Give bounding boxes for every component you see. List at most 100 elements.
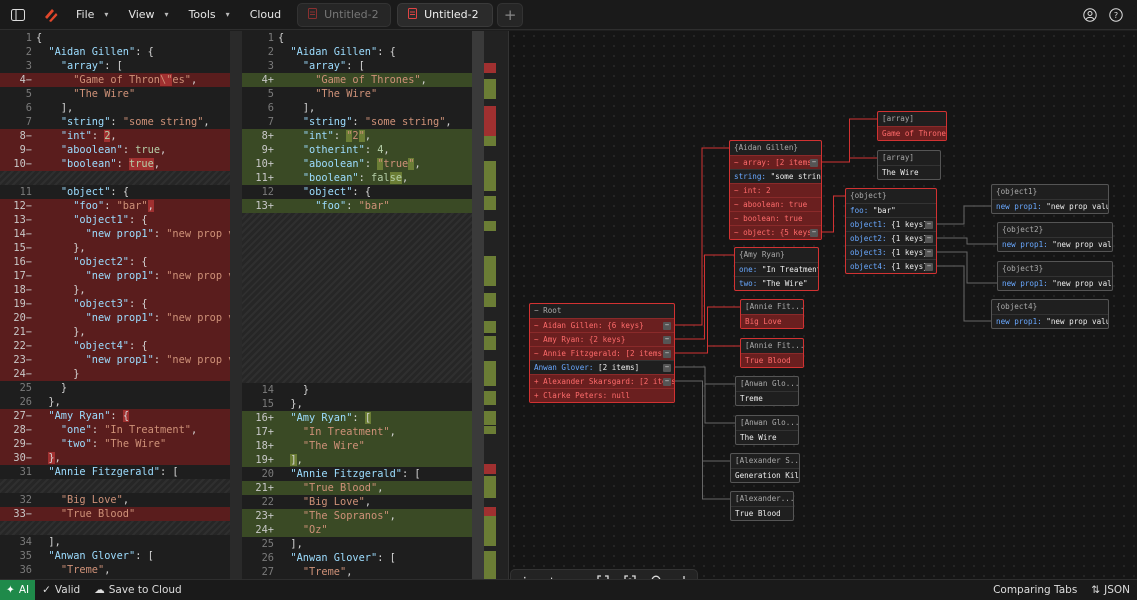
code-line: 24− } <box>0 367 230 381</box>
graph-node-row: {object4} <box>996 302 1038 311</box>
menu-file[interactable]: File▾ <box>76 8 109 21</box>
code-line: 27− "Amy Ryan": { <box>0 409 230 423</box>
line-number: 36 <box>19 564 32 576</box>
line-number: 4− <box>19 74 32 86</box>
code-line: 1{ <box>242 31 472 45</box>
collapse-icon[interactable]: − <box>663 321 671 330</box>
graph-node-alex1[interactable]: [Alexander S...Generation Kill <box>730 453 800 483</box>
code-text: "boolean": false, <box>302 172 409 184</box>
code-line: 5 "The Wire" <box>242 87 472 101</box>
ai-button[interactable]: ✦ AI <box>0 579 36 600</box>
graph-node-root[interactable]: − Root~ Aidan Gillen: {6 keys}−~ Amy Rya… <box>529 303 675 403</box>
line-number: 16− <box>13 256 32 268</box>
account-icon[interactable] <box>1083 0 1097 30</box>
graph-node-object[interactable]: {object}foo: "bar"object1: {1 keys}−obje… <box>845 188 937 274</box>
code-text: "Aidan Gillen": { <box>48 46 154 58</box>
new-tab-button[interactable]: + <box>497 2 524 27</box>
collapse-icon[interactable]: − <box>810 158 818 167</box>
line-number: 35 <box>19 550 32 562</box>
collapse-icon[interactable]: − <box>925 262 933 271</box>
code-text: }, <box>73 242 86 254</box>
graph-node-row: Anwan Glover: [2 items]− <box>530 360 674 374</box>
line-number: 30− <box>13 452 32 464</box>
diff-overview-ruler[interactable] <box>484 31 508 579</box>
graph-node-arr1[interactable]: [array]Game of Thrones <box>877 111 947 141</box>
svg-text:?: ? <box>1114 11 1118 20</box>
tab-untitled-2-first[interactable]: Untitled-2 <box>297 2 392 27</box>
graph-node-anwan1[interactable]: [Anwan Glo...Treme <box>735 376 799 406</box>
code-line: 4− "Game of Thron\"es", <box>0 73 230 87</box>
line-number: 19+ <box>255 454 274 466</box>
line-number: 9+ <box>261 144 274 156</box>
line-number: 13+ <box>255 200 274 212</box>
right-diff-editor[interactable]: 27 "Treme",26 "Anwan Glover": [25 ],24+ … <box>242 31 508 579</box>
graph-node-o1[interactable]: {object1}new prop1: "new prop value" <box>991 184 1109 214</box>
code-line: 11 "object": { <box>0 185 230 199</box>
right-scrollbar[interactable] <box>472 31 484 579</box>
code-line: 16+ "Amy Ryan": [ <box>242 411 472 425</box>
code-text: "boolean": true, <box>60 158 161 170</box>
left-diff-editor[interactable]: 36 "Treme",35 "Anwan Glover": [34 ],33− … <box>0 31 242 579</box>
code-line: 18− }, <box>0 283 230 297</box>
graph-node-anwan2[interactable]: [Anwan Glo...The Wire <box>735 415 799 445</box>
pane-divider[interactable] <box>508 31 509 579</box>
graph-node-row: [Annie Fit... <box>745 341 803 350</box>
graph-edge <box>675 147 729 326</box>
code-text: "Oz" <box>302 524 328 536</box>
code-text: }, <box>73 326 86 338</box>
line-number: 20− <box>13 312 32 324</box>
graph-view[interactable]: − Root~ Aidan Gillen: {6 keys}−~ Amy Rya… <box>509 31 1137 579</box>
line-number: 17+ <box>255 426 274 438</box>
graph-node-annie2[interactable]: [Annie Fit...True Blood <box>740 338 804 368</box>
graph-node-row: {Aidan Gillen} <box>734 143 799 152</box>
graph-node-aidan[interactable]: {Aidan Gillen}~ array: [2 items]−string:… <box>729 140 822 240</box>
graph-node-annie1[interactable]: [Annie Fit...Big Love <box>740 299 804 329</box>
collapse-icon[interactable]: − <box>925 220 933 229</box>
graph-node-row: ~ aboolean: true <box>730 197 821 211</box>
graph-node-o2[interactable]: {object2}new prop1: "new prop value" <box>997 222 1113 252</box>
graph-edges <box>675 118 997 500</box>
sidebar-toggle-icon[interactable] <box>0 0 36 30</box>
code-text: "aboolean": "true", <box>302 158 421 170</box>
code-line: 8− "int": 2, <box>0 129 230 143</box>
diff-marker <box>484 106 496 136</box>
format-selector[interactable]: ⇅ JSON <box>1091 584 1130 596</box>
graph-node-amy[interactable]: {Amy Ryan}one: "In Treatment"two: "The W… <box>734 247 819 291</box>
line-number: 16+ <box>255 412 274 424</box>
menu-view[interactable]: View▾ <box>128 8 169 21</box>
line-number: 21− <box>13 326 32 338</box>
line-number: 25 <box>261 538 274 550</box>
collapse-icon[interactable]: − <box>663 363 671 372</box>
collapse-icon[interactable]: − <box>663 377 671 386</box>
graph-node-alex2[interactable]: [Alexander...True Blood <box>730 491 794 521</box>
graph-node-row: object2: {1 keys}− <box>846 231 936 245</box>
line-number: 7 <box>25 116 32 128</box>
menu-tools[interactable]: Tools▾ <box>188 8 230 21</box>
tab-untitled-2-second[interactable]: Untitled-2 <box>397 2 494 27</box>
menu-cloud[interactable]: Cloud <box>249 8 282 21</box>
graph-node-arr2[interactable]: [array]The Wire <box>877 150 941 180</box>
line-number: 20 <box>261 468 274 480</box>
diff-marker <box>484 321 496 333</box>
save-to-cloud-button[interactable]: ☁ Save to Cloud <box>94 584 182 596</box>
code-text: "int": "2", <box>302 130 372 142</box>
left-scrollbar[interactable] <box>230 31 242 579</box>
code-text: }, <box>73 284 86 296</box>
collapse-icon[interactable]: − <box>925 234 933 243</box>
code-text: "Aidan Gillen": { <box>290 46 396 58</box>
graph-node-row: + Clarke Peters: null <box>530 388 674 402</box>
code-line: 3 "array": [ <box>242 59 472 73</box>
collapse-icon[interactable]: − <box>925 248 933 257</box>
help-icon[interactable]: ? <box>1109 0 1123 30</box>
fit-view-icon[interactable] <box>597 574 610 591</box>
collapse-icon[interactable]: − <box>663 335 671 344</box>
graph-node-o4[interactable]: {object4}new prop1: "new prop value" <box>991 299 1109 329</box>
top-bar: File▾ View▾ Tools▾ Cloud Untitled-2 Unti… <box>0 0 1137 30</box>
line-number: 33− <box>13 508 32 520</box>
code-text: "The Wire" <box>302 440 365 452</box>
graph-node-o3[interactable]: {object3}new prop1: "new prop value" <box>997 261 1113 291</box>
comparing-tabs-status: Comparing Tabs <box>993 584 1078 596</box>
collapse-icon[interactable]: − <box>810 228 818 237</box>
code-text: "Anwan Glover": [ <box>290 552 396 564</box>
collapse-icon[interactable]: − <box>663 349 671 358</box>
